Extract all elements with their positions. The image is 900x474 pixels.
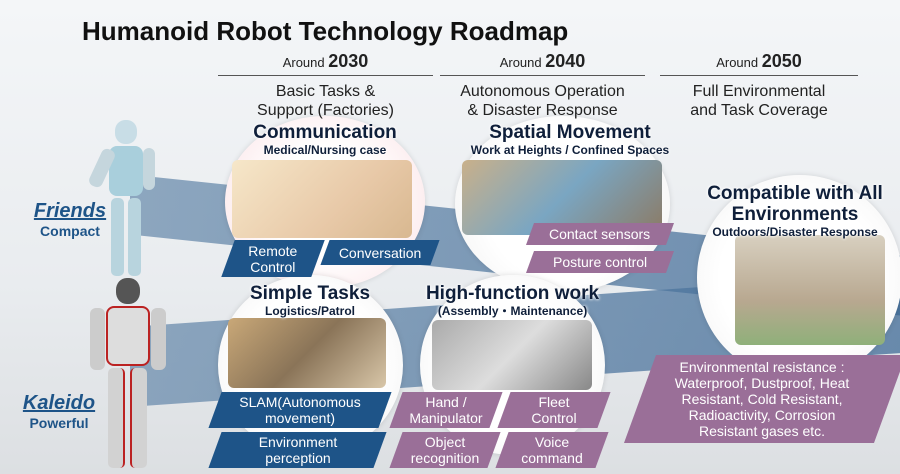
section-title: Compatible with All Environments (707, 183, 883, 225)
kaleido-robot-image (88, 278, 166, 470)
high-function-heading: High-function work (Assembly・Maintenance… (405, 283, 620, 318)
resistance-title: Environmental resistance : (679, 359, 845, 375)
tag-label: Posture control (552, 254, 648, 270)
era-2030: Around 2030 Basic Tasks & Support (Facto… (218, 52, 433, 120)
robot-name[interactable]: Kaleido (22, 392, 96, 414)
section-subtitle: Work at Heights / Confined Spaces (470, 143, 670, 157)
section-title: Spatial Movement (489, 122, 651, 143)
tag-voice-command: Voice command (495, 432, 609, 468)
spatial-scene-image (462, 160, 662, 235)
high-function-scene-image (432, 320, 592, 390)
tag-posture-control: Posture control (525, 251, 675, 273)
tag-contact-sensors: Contact sensors (525, 223, 675, 245)
tag-fleet-control: Fleet Control (497, 392, 611, 428)
communication-scene-image (232, 160, 412, 238)
era-2050: Around 2050 Full Environmental and Task … (660, 52, 858, 120)
resistance-text: Environmental resistance : Waterproof, D… (662, 359, 862, 439)
tag-label: Object recognition (410, 434, 480, 466)
tag-label: Hand / Manipulator (409, 394, 483, 426)
era-prefix: Around (499, 55, 542, 70)
section-subtitle: (Assembly・Maintenance) (437, 304, 588, 318)
section-title: Communication (253, 122, 397, 143)
friends-label: Friends Compact (20, 200, 120, 239)
communication-heading: Communication Medical/Nursing case (230, 122, 420, 157)
section-subtitle: Medical/Nursing case (263, 143, 387, 157)
era-2040: Around 2040 Autonomous Operation & Disas… (440, 52, 645, 120)
era-label: Basic Tasks & Support (Factories) (257, 83, 394, 119)
section-title: Simple Tasks (249, 283, 371, 304)
era-year: 2040 (545, 51, 586, 71)
section-title: High-function work (425, 283, 600, 304)
page-title: Humanoid Robot Technology Roadmap (82, 16, 569, 46)
environmental-resistance-box: Environmental resistance : Waterproof, D… (623, 355, 900, 443)
robot-desc: Powerful (29, 415, 89, 431)
tag-label: Conversation (338, 244, 422, 261)
tag-label: Remote Control (248, 242, 298, 275)
friends-robot-image (87, 120, 155, 280)
robot-desc: Compact (40, 223, 100, 239)
compatible-heading: Compatible with All Environments Outdoor… (690, 183, 900, 239)
era-label: Full Environmental and Task Coverage (690, 83, 828, 119)
simple-tasks-heading: Simple Tasks Logistics/Patrol (220, 283, 400, 318)
era-prefix: Around (716, 55, 759, 70)
era-year: 2030 (328, 51, 369, 71)
era-label: Autonomous Operation & Disaster Response (460, 83, 625, 119)
section-subtitle: Outdoors/Disaster Response (712, 225, 878, 239)
tag-hand-manipulator: Hand / Manipulator (389, 392, 503, 428)
era-year: 2050 (761, 51, 802, 71)
robot-name[interactable]: Friends (33, 200, 107, 222)
section-subtitle: Logistics/Patrol (264, 304, 356, 318)
era-prefix: Around (282, 55, 325, 70)
tag-label: Contact sensors (549, 226, 651, 242)
tag-conversation: Conversation (320, 240, 440, 265)
tag-label: Voice command (521, 434, 583, 466)
tag-slam: SLAM(Autonomous movement) (208, 392, 392, 428)
tag-environment-perception: Environment perception (208, 432, 387, 468)
simple-tasks-scene-image (228, 318, 386, 388)
compatible-scene-image (735, 235, 885, 345)
tag-label: Environment perception (258, 434, 337, 466)
kaleido-label: Kaleido Powerful (14, 392, 104, 431)
tag-object-recognition: Object recognition (389, 432, 501, 468)
spatial-heading: Spatial Movement Work at Heights / Confi… (440, 122, 700, 157)
tag-label: SLAM(Autonomous movement) (239, 394, 361, 426)
tag-remote-control: Remote Control (221, 240, 325, 277)
resistance-list: Waterproof, Dustproof, Heat Resistant, C… (674, 375, 850, 439)
tag-label: Fleet Control (531, 394, 577, 426)
